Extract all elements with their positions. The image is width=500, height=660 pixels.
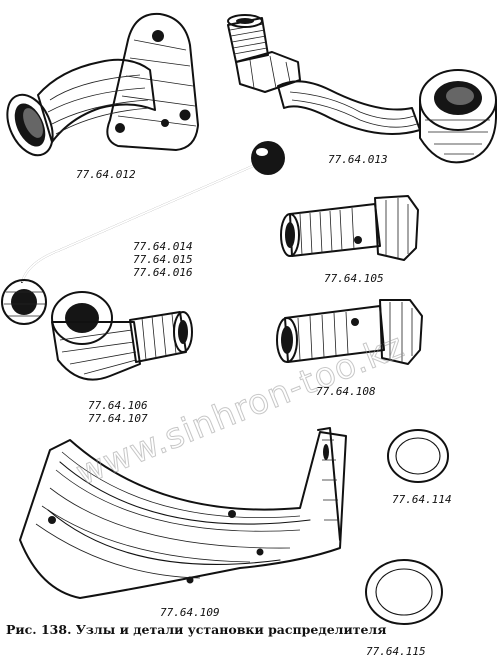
part-label-77-64-107: 77.64.107 bbox=[88, 412, 148, 425]
part-label-77-64-105: 77.64.105 bbox=[324, 272, 384, 285]
part-label-77-64-015: 77.64.015 bbox=[133, 253, 193, 266]
part-label-77-64-012: 77.64.012 bbox=[76, 168, 136, 181]
part-label-77-64-109: 77.64.109 bbox=[160, 606, 220, 619]
part-drawing-77-64-014 bbox=[1, 141, 285, 325]
part-drawing-77-64-108 bbox=[276, 299, 423, 365]
part-label-77-64-114: 77.64.114 bbox=[392, 493, 452, 506]
part-label-77-64-115: 77.64.115 bbox=[366, 645, 426, 658]
part-label-77-64-013: 77.64.013 bbox=[328, 153, 388, 166]
part-drawing-77-64-115 bbox=[365, 559, 443, 625]
part-label-77-64-014: 77.64.014 bbox=[133, 240, 193, 253]
part-drawing-77-64-106 bbox=[51, 291, 193, 381]
part-label-77-64-108: 77.64.108 bbox=[316, 385, 376, 398]
part-drawing-77-64-114 bbox=[387, 429, 449, 483]
figure-caption: Рис. 138. Узлы и детали установки распре… bbox=[6, 622, 386, 637]
part-drawing-77-64-105 bbox=[280, 195, 419, 261]
part-drawing-77-64-109 bbox=[19, 427, 347, 599]
part-label-77-64-016: 77.64.016 bbox=[133, 266, 193, 279]
part-drawing-77-64-013 bbox=[227, 14, 497, 164]
part-label-77-64-106: 77.64.106 bbox=[88, 399, 148, 412]
part-drawing-77-64-012 bbox=[6, 12, 199, 157]
